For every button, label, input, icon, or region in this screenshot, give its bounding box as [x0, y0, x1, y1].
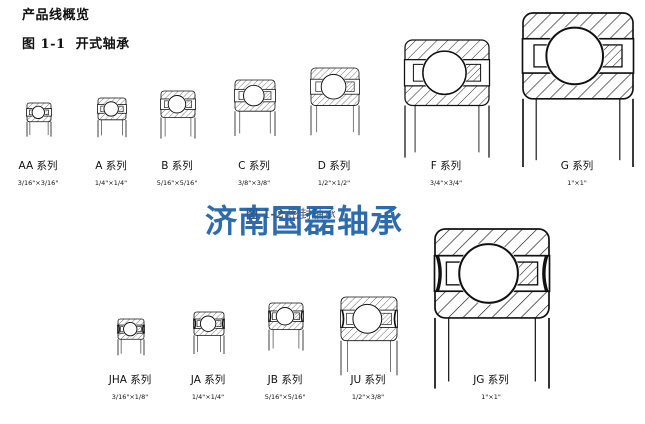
series-size: 3/8"×3/8" — [237, 179, 271, 187]
bearing-2-ball — [103, 101, 119, 117]
figure2-caption: 图 1-2 密封轴承 — [246, 205, 336, 222]
series-size: 3/16"×1/8" — [111, 393, 149, 401]
series-label: JU 系列 — [350, 374, 386, 386]
bearing-2 — [97, 97, 127, 138]
series-label: JA 系列 — [190, 374, 226, 386]
sealed-bearing-1 — [117, 318, 145, 356]
sealed-bearing-2-ball — [199, 315, 217, 332]
bearing-6 — [403, 39, 491, 158]
figure1-caption: 图 1-1 开式轴承 — [22, 33, 130, 52]
series-size: 1"×1" — [567, 179, 587, 187]
figure2-title: 密封轴承 — [287, 207, 336, 221]
sealed-bearing-4 — [340, 296, 398, 376]
series-label: A 系列 — [95, 160, 127, 172]
bearing-3 — [160, 90, 196, 139]
series-label: C 系列 — [238, 160, 270, 172]
overview-title: 产品线概览 — [22, 8, 90, 23]
bearing-7 — [521, 12, 635, 167]
bearing-1 — [26, 102, 52, 137]
series-size: 3/16"×3/16" — [17, 179, 59, 187]
bearing-4 — [234, 79, 276, 136]
series-size: 5/16"×5/16" — [156, 179, 198, 187]
bearing-7-ball — [545, 26, 605, 86]
series-size: 1/4"×1/4" — [191, 393, 225, 401]
sealed-bearing-3 — [268, 302, 304, 351]
series-label: JG 系列 — [473, 374, 509, 386]
series-size: 3/4"×3/4" — [429, 179, 463, 187]
sealed-bearing-5-ball — [458, 243, 519, 304]
bearing-3-ball — [167, 95, 187, 114]
sealed-bearing-4-ball — [352, 303, 383, 334]
series-label: D 系列 — [317, 160, 351, 172]
sealed-bearing-5 — [433, 228, 551, 389]
series-size: 5/16"×5/16" — [264, 393, 306, 401]
figure1-title: 开式轴承 — [75, 37, 130, 52]
sealed-bearing-1-ball — [123, 321, 138, 337]
figure1-number: 图 1-1 — [22, 37, 66, 52]
bearing-5 — [310, 67, 360, 136]
series-label: JHA 系列 — [108, 374, 152, 386]
bearing-1-ball — [31, 105, 45, 120]
series-size: 1/4"×1/4" — [94, 179, 128, 187]
series-label: JB 系列 — [267, 374, 303, 386]
figure2-number: 图 1-2 — [246, 207, 284, 221]
watermark-text: 济南国磊轴承 — [205, 202, 404, 240]
series-size: 1"×1" — [481, 393, 501, 401]
sealed-bearing-3-ball — [275, 307, 295, 326]
bearing-4-ball — [243, 84, 265, 107]
bearing-5-ball — [320, 73, 347, 100]
series-size: 1/2"×3/8" — [351, 393, 385, 401]
sealed-bearing-2 — [193, 311, 225, 354]
bearing-6-ball — [422, 50, 467, 96]
series-label: AA 系列 — [18, 160, 58, 172]
series-label: F 系列 — [430, 160, 462, 172]
series-label: G 系列 — [560, 160, 594, 172]
series-label: B 系列 — [161, 160, 193, 172]
series-size: 1/2"×1/2" — [317, 179, 351, 187]
